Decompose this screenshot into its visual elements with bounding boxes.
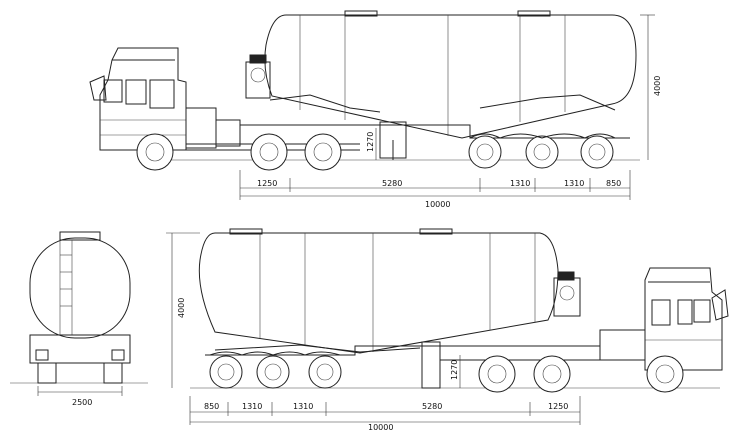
bottom-dimensions: 850 1310 1310 5280 1250 10000 4000 1270 (166, 232, 581, 431)
bottom-dim-rear-overhang: 850 (204, 402, 219, 411)
bottom-dim-front-overhang: 1250 (548, 402, 568, 411)
top-dim-front-overhang: 1250 (257, 179, 277, 188)
top-dim-kingpin-axle: 5280 (382, 179, 402, 188)
bottom-dim-axle-1: 1310 (242, 402, 262, 411)
rear-view: 2500 (10, 231, 148, 407)
top-tractor-wheels (136, 133, 342, 171)
bottom-side-view: 850 1310 1310 5280 1250 10000 4000 1270 (166, 228, 729, 431)
top-dim-fifth-wheel-height: 1270 (366, 132, 375, 152)
bottom-tank (198, 228, 581, 354)
bottom-trailer-axles (205, 341, 600, 389)
bottom-tractor (440, 267, 729, 393)
top-dimensions: 1250 5280 1310 1310 850 10000 4000 1270 (239, 14, 662, 209)
top-dim-rear-overhang: 850 (606, 179, 621, 188)
bottom-dim-axle-2: 1310 (293, 402, 313, 411)
bottom-dim-fifth-wheel-height: 1270 (450, 360, 459, 380)
bottom-dim-kingpin-axle: 5280 (422, 402, 442, 411)
rear-dim-width: 2500 (72, 398, 92, 407)
top-dim-axle-1: 1310 (510, 179, 530, 188)
top-side-view: 1250 5280 1310 1310 850 10000 4000 1270 (89, 10, 662, 209)
top-trailer-chassis (240, 121, 630, 169)
top-dim-axle-2: 1310 (564, 179, 584, 188)
top-dim-total-height: 4000 (653, 76, 662, 96)
top-dim-overall-length: 10000 (425, 200, 450, 209)
top-tank (245, 10, 637, 139)
bottom-dim-total-height: 4000 (177, 298, 186, 318)
bottom-dim-overall-length: 10000 (368, 423, 393, 431)
